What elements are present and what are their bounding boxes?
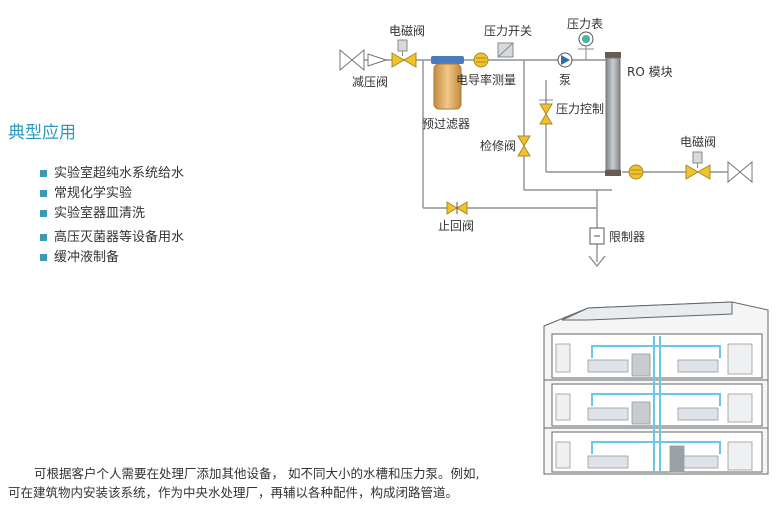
restrictor-icon — [589, 227, 605, 245]
label-prefilter: 预过滤器 — [422, 117, 470, 131]
piping-network — [591, 336, 721, 472]
label-conductivity: 电导率测量 — [456, 72, 516, 87]
label-check-valve: 止回阀 — [438, 219, 474, 233]
label-ro-module: RO 模块 — [627, 65, 673, 79]
application-list: 实验室超纯水系统给水 常规化学实验 实验室器皿清洗 高压灭菌器等设备用水 缓冲液… — [40, 164, 184, 268]
label-restrictor: 限制器 — [609, 230, 645, 244]
inlet-gate-valve-icon — [339, 48, 365, 72]
ro-module-icon — [605, 52, 621, 176]
pressure-control-valve-icon — [539, 99, 553, 125]
flow-diagram: 减压阀 电磁阀 预过滤器 电导率测量 压力开关 泵 压力表 — [339, 17, 753, 268]
list-item: 缓冲液制备 — [40, 248, 184, 268]
list-item: 实验室器皿清洗 — [40, 204, 184, 224]
outlet-gate-valve-icon — [727, 160, 753, 184]
pressure-gauge-icon — [578, 31, 594, 60]
check-valve-icon — [446, 201, 468, 215]
label-solenoid-valve-in: 电磁阀 — [389, 23, 425, 38]
label-pressure-gauge: 压力表 — [567, 17, 603, 31]
label-service-valve: 检修阀 — [480, 138, 516, 153]
pipes — [340, 59, 740, 268]
list-item: 实验室超纯水系统给水 — [40, 164, 184, 184]
solenoid-valve-out-icon — [685, 151, 711, 180]
conductivity-sensor-icon — [473, 52, 489, 68]
label-pressure-reducing-valve: 减压阀 — [352, 75, 388, 89]
pressure-reducing-valve-icon — [367, 53, 388, 67]
building-illustration — [543, 301, 769, 475]
label-pressure-switch: 压力开关 — [484, 24, 532, 38]
label-pressure-control: 压力控制 — [556, 102, 604, 116]
pressure-switch-icon — [497, 42, 514, 58]
description-line-1: 可根据客户个人需要在处理厂添加其他设备， 如不同大小的水槽和压力泵。例如, — [34, 466, 480, 481]
solenoid-valve-in-icon — [391, 39, 417, 68]
pump-icon — [557, 52, 573, 68]
service-valve-icon — [517, 135, 531, 157]
prefilter-icon — [431, 56, 464, 110]
list-item: 高压灭菌器等设备用水 — [40, 228, 184, 248]
label-pump: 泵 — [559, 73, 571, 87]
list-item: 常规化学实验 — [40, 184, 184, 204]
label-solenoid-valve-out: 电磁阀 — [680, 134, 716, 149]
section-title: 典型应用 — [8, 123, 76, 143]
description-paragraph: 可根据客户个人需要在处理厂添加其他设备， 如不同大小的水槽和压力泵。例如, 可在… — [8, 464, 508, 502]
outlet-conductivity-icon — [628, 164, 644, 180]
description-line-2: 可在建筑物内安装该系统，作为中央水处理厂，再辅以各种配件，构成闭路管道。 — [8, 485, 459, 500]
